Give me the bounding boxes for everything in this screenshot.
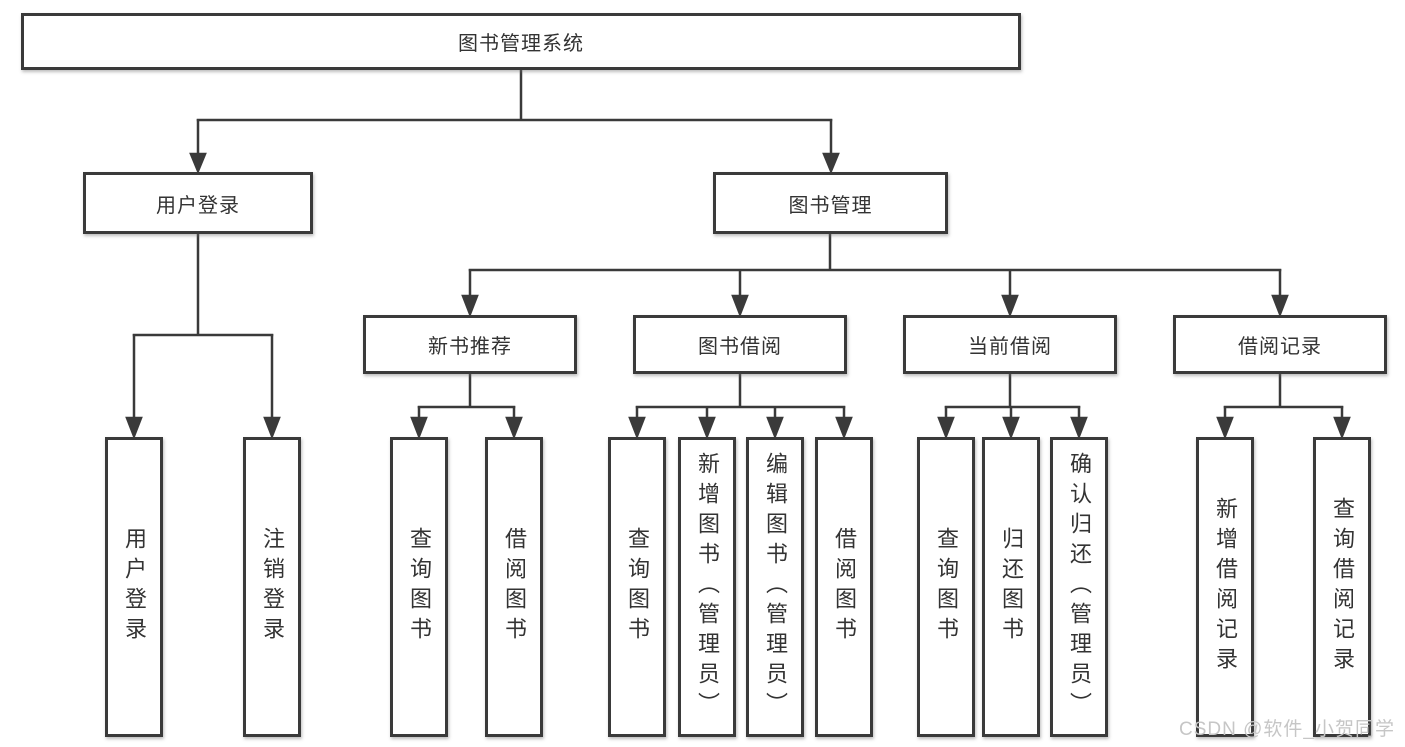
leaf-label: 归还图书 [999, 527, 1024, 647]
node-label: 借阅记录 [1238, 336, 1322, 358]
node-new-book-recommend: 新书推荐 [363, 315, 577, 374]
node-label: 用户登录 [156, 194, 240, 217]
leaf-borrow-books: 借阅图书 [815, 437, 873, 737]
leaf-label: 确认归还（管理员） [1067, 452, 1092, 722]
leaf-add-books-admin: 新增图书（管理员） [678, 437, 736, 737]
leaf-user-login: 用户登录 [105, 437, 163, 737]
leaf-label: 借阅图书 [832, 527, 857, 647]
node-book-management: 图书管理 [713, 172, 948, 234]
leaf-label: 借阅图书 [502, 527, 527, 647]
leaf-label: 查询图书 [625, 527, 650, 647]
leaf-edit-books-admin: 编辑图书（管理员） [746, 437, 804, 737]
leaf-recommend-borrow-books: 借阅图书 [485, 437, 543, 737]
leaf-logout: 注销登录 [243, 437, 301, 737]
node-book-borrow: 图书借阅 [633, 315, 847, 374]
leaf-label: 查询图书 [407, 527, 432, 647]
node-label: 新书推荐 [428, 336, 512, 358]
node-label: 当前借阅 [968, 336, 1052, 358]
node-label: 图书管理系统 [458, 33, 584, 55]
leaf-recommend-query-books: 查询图书 [390, 437, 448, 737]
node-user-login: 用户登录 [83, 172, 313, 234]
leaf-label: 注销登录 [260, 527, 285, 647]
node-borrow-records: 借阅记录 [1173, 315, 1387, 374]
csdn-watermark: CSDN @软件_小贺同学 [1179, 719, 1395, 740]
leaf-label: 查询借阅记录 [1330, 497, 1355, 677]
leaf-label: 编辑图书（管理员） [763, 452, 788, 722]
node-label: 图书管理 [788, 194, 873, 217]
leaf-return-books: 归还图书 [982, 437, 1040, 737]
leaf-label: 新增图书（管理员） [695, 452, 720, 722]
leaf-borrow-query-books: 查询图书 [608, 437, 666, 737]
node-library-management-system: 图书管理系统 [21, 13, 1021, 70]
leaf-query-borrow-record: 查询借阅记录 [1313, 437, 1371, 737]
leaf-confirm-return-admin: 确认归还（管理员） [1050, 437, 1108, 737]
node-current-borrow: 当前借阅 [903, 315, 1117, 374]
leaf-label: 查询图书 [934, 527, 959, 647]
leaf-label: 用户登录 [122, 527, 147, 647]
node-label: 图书借阅 [698, 336, 782, 358]
leaf-add-borrow-record: 新增借阅记录 [1196, 437, 1254, 737]
leaf-current-query-books: 查询图书 [917, 437, 975, 737]
leaf-label: 新增借阅记录 [1213, 497, 1238, 677]
